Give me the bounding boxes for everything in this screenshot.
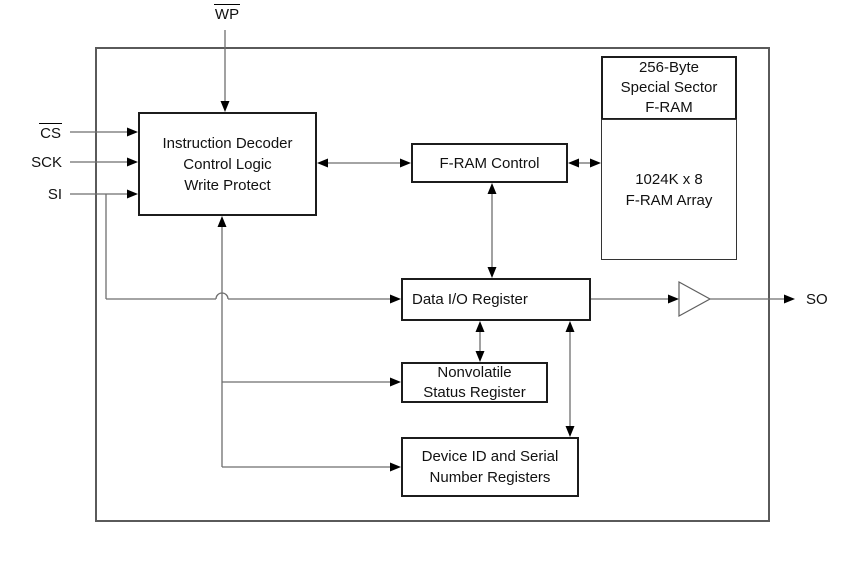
instruction-decoder-block: Instruction Decoder Control Logic Write … [138,112,317,216]
so-arrow [710,294,795,304]
wp-arrow [220,30,230,112]
so-pin-label: SO [806,291,828,308]
wp-pin-text: WP [213,4,241,23]
si-pin-label: SI [47,186,62,203]
sck-arrow [70,157,138,167]
decoder-fram-control-biarrow [317,158,411,168]
cs-arrow [70,127,138,137]
sck-pin-label: SCK [31,154,62,171]
nv-status-register-block: Nonvolatile Status Register [401,362,548,403]
fram-array-block: 1024K x 8 F-RAM Array [601,119,737,260]
device-id-registers-block: Device ID and Serial Number Registers [401,437,579,497]
wp-pin-label: WP [205,4,249,24]
fram-control-data-io-biarrow [487,183,497,278]
decoder-register-bus [217,216,401,472]
fram-control-array-biarrow [568,158,601,168]
special-sector-block: 256-Byte Special Sector F-RAM [601,56,737,119]
data-io-register-block: Data I/O Register [401,278,591,321]
cs-pin-text: CS [39,123,62,142]
data-io-to-buffer-arrow [591,294,679,304]
data-io-status-biarrow [475,321,485,362]
si-branch-to-data-io [105,194,401,304]
output-buffer-icon [678,280,712,318]
data-io-device-id-biarrow [565,321,575,437]
cs-pin-label: CS [16,123,62,143]
fram-control-block: F-RAM Control [411,143,568,183]
si-arrow [70,189,138,199]
